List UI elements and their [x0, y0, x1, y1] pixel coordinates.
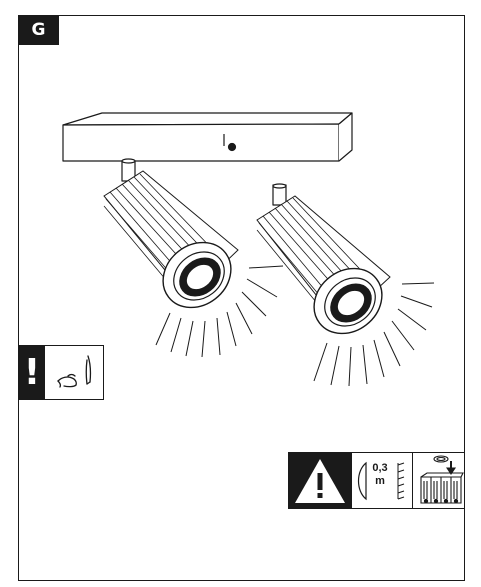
page-frame	[18, 15, 465, 581]
notice-box: !	[18, 345, 104, 400]
exclamation-icon: !	[19, 346, 45, 399]
warning-cell	[289, 453, 351, 508]
warning-strip: 0,3 m	[288, 452, 465, 509]
spotlight-head-right	[256, 195, 435, 387]
spotlight-head-left	[103, 170, 284, 358]
min-distance-value: 0,3	[372, 462, 388, 474]
finger-touch-icon	[57, 355, 92, 388]
warning-triangle-icon	[295, 459, 345, 503]
step-label-badge: G	[18, 15, 59, 45]
min-distance-unit: m	[375, 475, 385, 487]
lamp-replacement-icon	[412, 453, 464, 508]
min-distance-icon: 0,3 m	[351, 453, 412, 508]
